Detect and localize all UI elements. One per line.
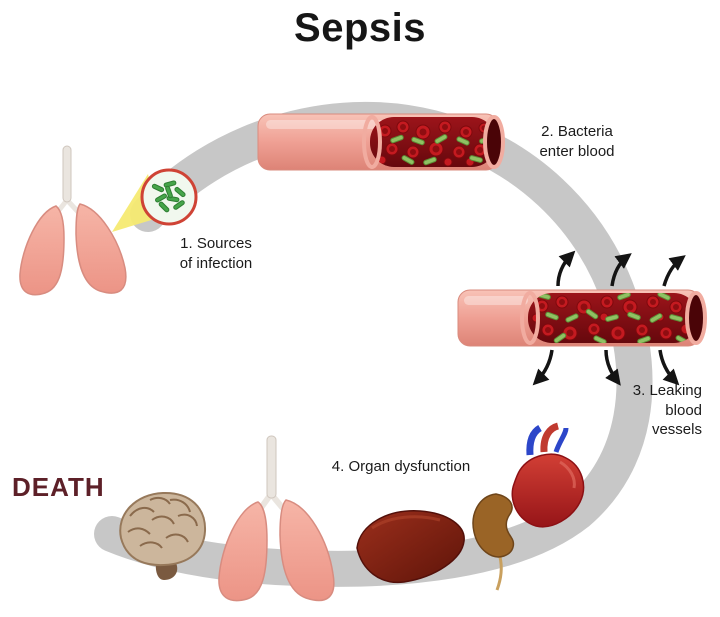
heart-icon: [511, 422, 585, 528]
red-blood-cells: [531, 295, 696, 341]
liver-icon: [356, 510, 465, 584]
lungs-bottom-icon: [218, 435, 335, 602]
page-title: Sepsis: [294, 6, 426, 50]
red-blood-cells: [377, 120, 490, 167]
bacteria-rods: [537, 293, 689, 343]
leaking-vessel-icon: [457, 250, 707, 386]
leak-arrows: [532, 250, 686, 386]
blood-vessel-icon: [257, 113, 505, 171]
stage-label-bacteria-enter-blood: 2. Bacteria enter blood: [539, 123, 615, 160]
death-label: DEATH: [12, 472, 105, 502]
stage-label-organ-dysfunction: 4. Organ dysfunction: [331, 458, 471, 475]
kidney-icon: [472, 493, 515, 591]
bacteria-rods: [390, 134, 493, 166]
lungs-icon: [19, 145, 127, 296]
stage-label-leaking-blood-vessels: 3. Leaking blood vessels: [632, 382, 702, 438]
stage-label-sources-of-infection: 1. Sources of infection: [179, 235, 253, 272]
brain-icon: [119, 491, 207, 580]
bacteria-magnifier-icon: [140, 168, 198, 226]
